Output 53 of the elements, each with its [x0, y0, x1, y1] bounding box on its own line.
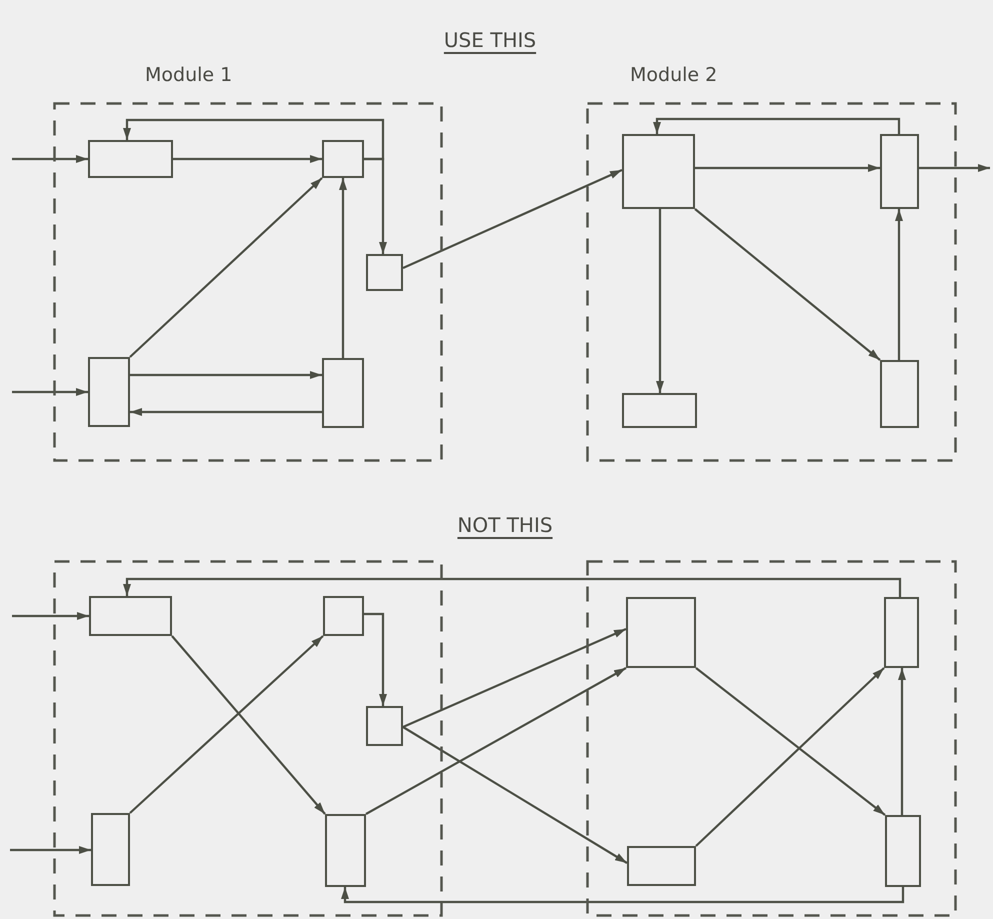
- arrow: [173, 155, 322, 163]
- module-frame: [53, 560, 443, 917]
- process-box: [91, 813, 130, 886]
- process-box: [325, 814, 366, 887]
- process-box: [622, 134, 695, 209]
- arrow: [341, 887, 904, 904]
- process-box: [323, 596, 364, 636]
- arrow: [123, 578, 902, 597]
- arrow: [129, 177, 323, 358]
- arrow: [695, 667, 885, 847]
- arrow: [695, 164, 880, 172]
- arrow: [123, 118, 384, 160]
- arrow: [364, 612, 387, 706]
- process-box: [622, 393, 697, 428]
- arrow: [130, 371, 322, 379]
- arrow: [402, 726, 628, 864]
- module-frame: [586, 560, 957, 917]
- arrow: [895, 209, 903, 360]
- process-box: [626, 597, 696, 668]
- arrow: [171, 635, 326, 815]
- process-box: [366, 706, 403, 746]
- arrow: [364, 158, 387, 254]
- arrow: [653, 118, 900, 134]
- process-box: [884, 597, 919, 668]
- arrow: [694, 208, 881, 361]
- arrow: [130, 408, 322, 416]
- process-box: [885, 815, 921, 887]
- arrow: [129, 635, 324, 814]
- section-heading: NOT THIS: [457, 513, 553, 537]
- section-heading: USE THIS: [444, 28, 536, 52]
- arrow: [365, 667, 627, 815]
- module-heading: Module 1: [145, 64, 232, 86]
- arrow: [695, 667, 886, 816]
- arrow: [402, 628, 626, 728]
- process-box: [88, 140, 173, 178]
- process-box: [627, 846, 696, 886]
- process-box: [88, 357, 130, 427]
- process-box: [880, 134, 919, 209]
- arrow: [898, 668, 906, 815]
- arrow: [10, 846, 91, 854]
- arrow: [12, 155, 88, 163]
- arrow: [12, 612, 89, 620]
- arrow: [656, 209, 664, 393]
- process-box: [89, 596, 172, 636]
- process-box: [322, 358, 364, 428]
- arrow: [919, 164, 990, 172]
- process-box: [366, 254, 403, 291]
- process-box: [880, 360, 919, 428]
- arrow: [339, 178, 347, 358]
- module-heading: Module 2: [630, 64, 718, 86]
- arrow: [12, 388, 88, 396]
- process-box: [322, 140, 364, 178]
- arrow: [402, 169, 622, 269]
